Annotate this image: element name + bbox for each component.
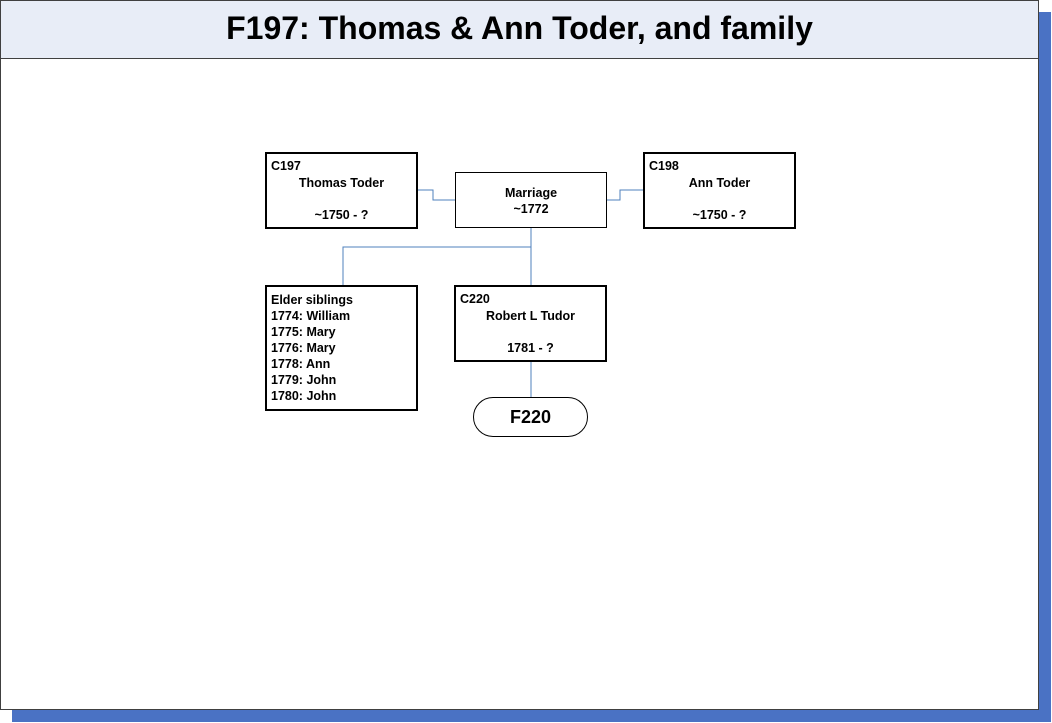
father-marriage-connector xyxy=(417,189,455,201)
sibling-item: 1774: William xyxy=(271,309,351,323)
child-dates: 1781 - ? xyxy=(507,341,554,355)
elder-siblings-box[interactable]: Elder siblings 1774: William 1775: Mary … xyxy=(265,285,418,411)
marriage-date: ~1772 xyxy=(513,202,549,216)
family-link-f220[interactable]: F220 xyxy=(473,397,588,437)
marriage-siblings-connector xyxy=(342,246,531,285)
marriage-label: Marriage xyxy=(504,186,558,200)
child-code: C220 xyxy=(460,292,490,306)
father-dates: ~1750 - ? xyxy=(314,208,369,222)
child-name: Robert L Tudor xyxy=(485,309,576,323)
family-link-label: F220 xyxy=(509,406,552,427)
sibling-item: 1776: Mary xyxy=(271,341,336,355)
title-bar: F197: Thomas & Ann Toder, and family xyxy=(1,1,1038,59)
mother-box[interactable]: C198 Ann Toder ~1750 - ? xyxy=(643,152,796,229)
sibling-item: 1780: John xyxy=(271,389,337,403)
siblings-heading: Elder siblings xyxy=(271,293,353,307)
mother-code: C198 xyxy=(649,159,679,173)
mother-dates: ~1750 - ? xyxy=(692,208,747,222)
sibling-item: 1779: John xyxy=(271,373,337,387)
father-box[interactable]: C197 Thomas Toder ~1750 - ? xyxy=(265,152,418,229)
diagram-page: F197: Thomas & Ann Toder, and family C19… xyxy=(0,0,1039,710)
connector-lines xyxy=(342,189,643,398)
marriage-box[interactable]: Marriage ~1772 xyxy=(455,172,607,228)
mother-marriage-connector xyxy=(606,189,643,201)
father-code: C197 xyxy=(271,159,301,173)
sibling-item: 1775: Mary xyxy=(271,325,336,339)
father-name: Thomas Toder xyxy=(298,176,385,190)
sibling-item: 1778: Ann xyxy=(271,357,331,371)
mother-name: Ann Toder xyxy=(688,176,751,190)
child-box[interactable]: C220 Robert L Tudor 1781 - ? xyxy=(454,285,607,362)
page-title: F197: Thomas & Ann Toder, and family xyxy=(226,9,813,46)
